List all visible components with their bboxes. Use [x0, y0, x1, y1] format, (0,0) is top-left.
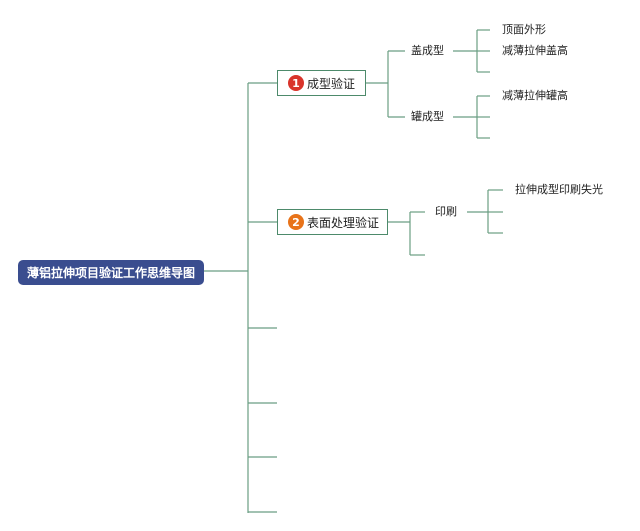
priority-2-icon: 2: [288, 214, 304, 230]
branch-node-label: 表面处理验证: [307, 215, 380, 230]
sub-node-printing[interactable]: 印刷: [435, 205, 457, 218]
root-node[interactable]: 薄铝拉伸项目验证工作思维导图: [18, 260, 204, 285]
root-node-label: 薄铝拉伸项目验证工作思维导图: [26, 266, 195, 280]
leaf-node[interactable]: 顶面外形: [502, 23, 546, 36]
leaf-node[interactable]: 减薄拉伸罐高: [502, 89, 568, 102]
priority-1-icon: 1: [288, 75, 304, 91]
branch-node-forming[interactable]: 1 成型验证: [277, 70, 366, 96]
branch-node-label: 成型验证: [307, 76, 356, 91]
branch-node-surface[interactable]: 2 表面处理验证: [277, 209, 388, 235]
sub-node-can-forming[interactable]: 罐成型: [411, 110, 444, 123]
sub-node-lid-forming[interactable]: 盖成型: [411, 44, 444, 57]
leaf-node[interactable]: 减薄拉伸盖高: [502, 44, 568, 57]
leaf-node[interactable]: 拉伸成型印刷失光: [515, 183, 603, 196]
